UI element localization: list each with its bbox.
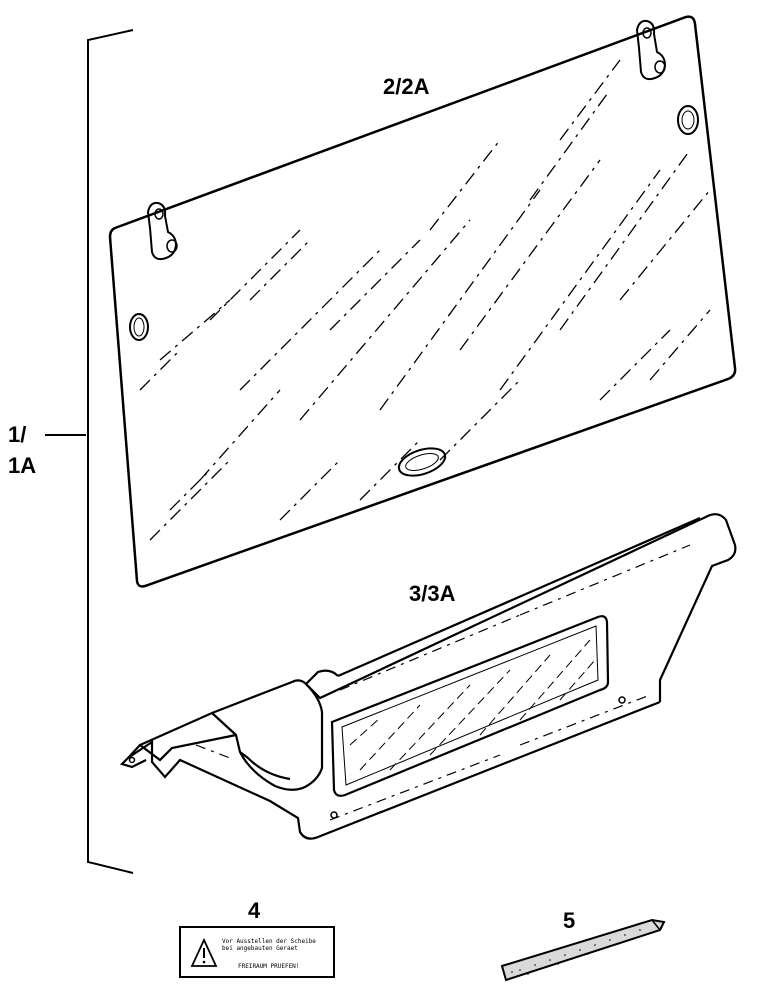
warning-triangle-icon	[190, 937, 218, 967]
warning-label: Vor Ausstellen der Scheibe bei angebaute…	[179, 926, 335, 978]
sealing-strip	[500, 918, 666, 982]
callout-glass-panel: 2/2A	[383, 74, 430, 99]
callout-strip: 5	[563, 908, 576, 933]
assembly-bracket	[45, 29, 134, 874]
callout-assembly-line-1: 1/	[8, 422, 27, 447]
callout-lower-frame: 3/3A	[409, 581, 456, 606]
glass-panel	[108, 15, 737, 588]
callout-warning-label: 4	[248, 898, 261, 923]
lower-frame	[119, 513, 737, 840]
label-line-1: Vor Ausstellen der Scheibe	[222, 938, 316, 945]
callout-assembly-line-2: 1A	[8, 453, 37, 478]
label-line-3: FREIRAUM PRUEFEN!	[238, 963, 299, 970]
label-line-2: bei angebauten Geraet	[222, 945, 298, 952]
